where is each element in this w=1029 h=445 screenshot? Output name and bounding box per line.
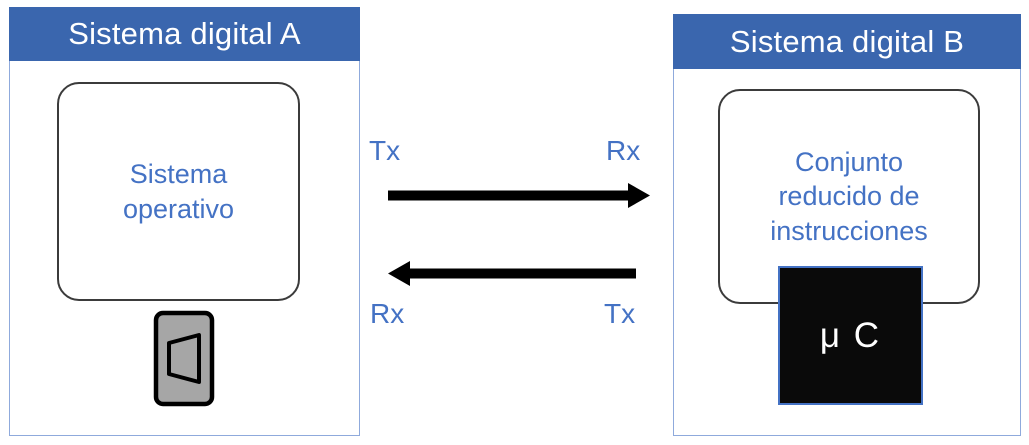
system-a-box-line-2: operativo [122, 193, 235, 224]
microcontroller-block: μ C [778, 266, 923, 405]
system-b-box-line-1: Conjunto [794, 146, 904, 177]
system-b-box-line-2: reducido de [778, 181, 920, 212]
arrow-a-to-b [385, 181, 655, 211]
system-a-title: Sistema digital A [68, 16, 301, 51]
system-b-title: Sistema digital B [729, 23, 965, 59]
system-b-box-line-3: instrucciones [770, 215, 928, 246]
serial-db9-connector-icon [153, 310, 215, 407]
system-a-inner-box: Sistema operativo [57, 82, 300, 301]
signal-label-tx-bottom-right: Tx [604, 298, 636, 329]
signal-label-rx-top-right: Rx [606, 135, 641, 166]
signal-label-rx-bottom-left: Rx [370, 298, 405, 329]
system-b-header: Sistema digital B [673, 14, 1021, 69]
serial-db9-connector [153, 310, 215, 407]
arrow-right-icon [388, 183, 650, 208]
arrow-left-icon [388, 261, 636, 286]
microcontroller-label: μ C [819, 316, 882, 355]
arrow-b-to-a [385, 259, 645, 289]
system-a-header: Sistema digital A [9, 7, 360, 61]
signal-label-tx-top-left: Tx [369, 135, 401, 166]
system-a-box-line-1: Sistema [129, 158, 228, 189]
